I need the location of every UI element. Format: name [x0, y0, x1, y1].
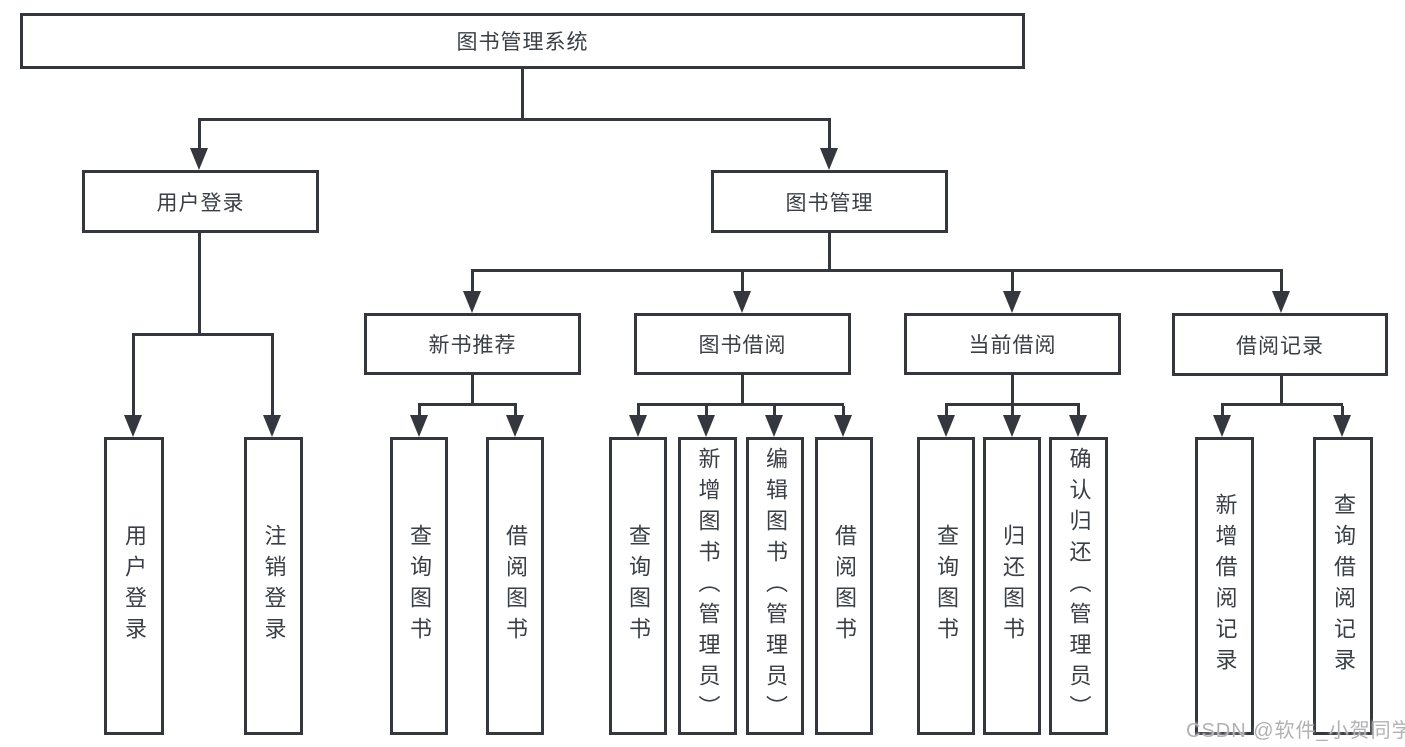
- connector: [1221, 403, 1343, 406]
- connector: [418, 403, 517, 406]
- connector: [945, 403, 1080, 406]
- node-label: 注销登录: [261, 524, 287, 648]
- connector: [741, 272, 744, 292]
- node-leaf-edit-book-admin: 编辑图书（管理员）: [746, 437, 804, 735]
- arrow-down-icon: [733, 291, 751, 313]
- node-label: 新书推荐: [428, 334, 517, 357]
- node-label: 图书管理: [785, 191, 874, 215]
- node-leaf-confirm-return-admin: 确认归还（管理员）: [1049, 437, 1108, 735]
- node-label: 查询借阅记录: [1331, 493, 1356, 679]
- node-leaf-logout: 注销登录: [244, 437, 303, 735]
- connector: [842, 406, 845, 416]
- node-label: 当前借阅: [968, 334, 1057, 357]
- connector: [471, 272, 474, 292]
- node-leaf-query-book-b: 查询图书: [609, 437, 667, 735]
- node-label: 借阅图书: [503, 524, 528, 648]
- node-label: 图书借阅: [698, 334, 787, 357]
- node-label: 用户登录: [156, 191, 245, 215]
- arrow-down-icon: [629, 415, 647, 437]
- arrow-down-icon: [937, 415, 955, 437]
- connector: [471, 375, 474, 405]
- node-borrow-records: 借阅记录: [1172, 313, 1388, 376]
- connector: [637, 406, 640, 416]
- node-label: 查询图书: [626, 524, 651, 648]
- node-leaf-borrow-book-b: 借阅图书: [815, 437, 873, 735]
- connector: [271, 336, 274, 416]
- connector: [828, 233, 831, 271]
- connector: [198, 233, 201, 335]
- connector: [132, 333, 274, 336]
- node-leaf-query-borrow-record: 查询借阅记录: [1313, 437, 1373, 735]
- arrow-down-icon: [1333, 415, 1351, 437]
- node-label: 编辑图书（管理员）: [763, 446, 788, 726]
- csdn-watermark: CSDN @软件_小贺同学: [1186, 720, 1405, 742]
- node-leaf-query-book-a: 查询图书: [390, 437, 448, 735]
- connector: [198, 118, 831, 121]
- arrow-down-icon: [506, 415, 524, 437]
- connector: [828, 121, 831, 149]
- node-new-book-recommend: 新书推荐: [364, 313, 581, 375]
- node-label: 查询图书: [407, 524, 432, 648]
- arrow-down-icon: [834, 415, 852, 437]
- connector: [741, 375, 744, 405]
- connector: [1077, 406, 1080, 416]
- node-label: 借阅图书: [832, 524, 857, 648]
- arrow-down-icon: [1003, 291, 1021, 313]
- arrow-down-icon: [1069, 415, 1087, 437]
- node-label: 借阅记录: [1236, 334, 1324, 358]
- connector: [514, 406, 517, 416]
- connector: [945, 406, 948, 416]
- node-book-management: 图书管理: [711, 170, 948, 233]
- node-label: 查询图书: [934, 524, 959, 648]
- connector: [418, 406, 421, 416]
- node-leaf-return-book: 归还图书: [983, 437, 1041, 735]
- node-current-borrow: 当前借阅: [904, 313, 1121, 375]
- connector: [1341, 406, 1344, 416]
- node-root-system: 图书管理系统: [20, 13, 1025, 69]
- connector: [471, 269, 1283, 272]
- connector: [705, 406, 708, 416]
- arrow-down-icon: [820, 148, 838, 170]
- connector: [637, 403, 844, 406]
- connector: [1011, 406, 1014, 416]
- connector: [773, 406, 776, 416]
- node-user-login: 用户登录: [82, 170, 319, 233]
- arrow-down-icon: [410, 415, 428, 437]
- arrow-down-icon: [263, 415, 281, 437]
- connector: [521, 69, 524, 120]
- connector: [1221, 406, 1224, 416]
- arrow-down-icon: [697, 415, 715, 437]
- node-leaf-add-borrow-record: 新增借阅记录: [1195, 437, 1254, 735]
- node-label: 归还图书: [1000, 524, 1025, 648]
- arrow-down-icon: [1213, 415, 1231, 437]
- connector: [1011, 375, 1014, 405]
- node-leaf-add-book-admin: 新增图书（管理员）: [678, 437, 737, 735]
- arrow-down-icon: [124, 415, 142, 437]
- node-leaf-user-login: 用户登录: [104, 437, 164, 735]
- connector: [1280, 272, 1283, 292]
- node-leaf-query-book-c: 查询图书: [917, 437, 975, 735]
- connector: [1280, 376, 1283, 405]
- node-label: 新增借阅记录: [1212, 493, 1238, 679]
- connector: [132, 336, 135, 416]
- node-label: 确认归还（管理员）: [1066, 446, 1092, 726]
- connector: [1011, 272, 1014, 292]
- node-label: 新增图书（管理员）: [695, 446, 721, 726]
- arrow-down-icon: [765, 415, 783, 437]
- arrow-down-icon: [1003, 415, 1021, 437]
- arrow-down-icon: [463, 291, 481, 313]
- connector: [198, 121, 201, 149]
- arrow-down-icon: [190, 148, 208, 170]
- node-label: 图书管理系统: [456, 31, 589, 54]
- node-book-borrow: 图书借阅: [634, 313, 851, 375]
- arrow-down-icon: [1272, 291, 1290, 313]
- node-leaf-borrow-book-a: 借阅图书: [486, 437, 544, 735]
- node-label: 用户登录: [122, 524, 147, 648]
